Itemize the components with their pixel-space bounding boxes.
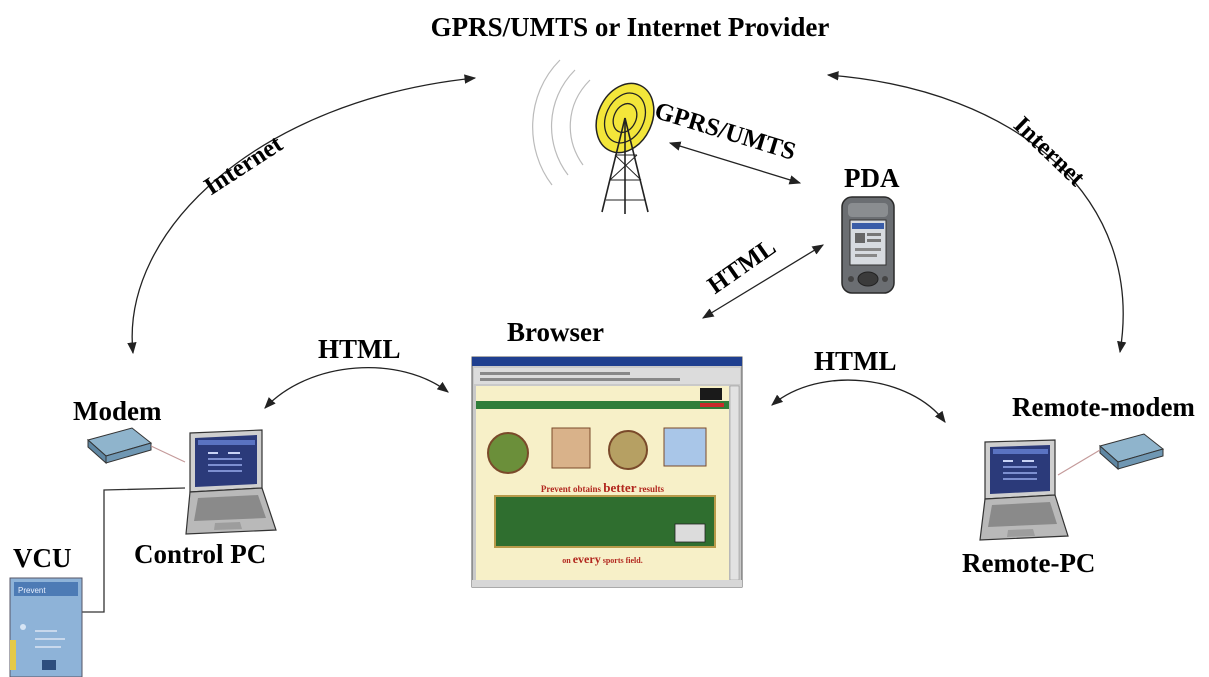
modem-label: Modem bbox=[73, 396, 162, 426]
internet-connector-left bbox=[127, 74, 477, 355]
slogan-text: Prevent obtains bbox=[540, 484, 602, 494]
pda-label: PDA bbox=[844, 163, 900, 193]
laptop-icon bbox=[979, 439, 1069, 541]
slogan-emphasis: better bbox=[603, 480, 637, 495]
remote-modem-label: Remote-modem bbox=[1012, 392, 1195, 422]
vcu-cable bbox=[82, 487, 186, 613]
html-pda-connector bbox=[702, 244, 824, 319]
footer-text-end: sports field. bbox=[602, 556, 643, 565]
remote-pc-label: Remote-PC bbox=[962, 548, 1096, 578]
browser-footer-text: on every sports field. bbox=[476, 552, 729, 567]
html-left-connector bbox=[264, 367, 449, 409]
browser-slogan: Prevent obtains better results bbox=[476, 480, 729, 496]
browser-label: Browser bbox=[507, 317, 604, 347]
antenna-icon bbox=[532, 59, 655, 214]
svg-text:Prevent: Prevent bbox=[18, 586, 46, 595]
gprs-umts-connector bbox=[668, 141, 802, 185]
slogan-text-end: results bbox=[638, 484, 665, 494]
browser-window-icon bbox=[471, 356, 743, 588]
vcu-label: VCU bbox=[13, 543, 72, 573]
footer-emphasis: every bbox=[572, 552, 601, 566]
diagram-title: GPRS/UMTS or Internet Provider bbox=[430, 12, 830, 42]
html-right-connector bbox=[771, 379, 946, 423]
control-pc-label: Control PC bbox=[134, 539, 267, 569]
footer-text: on bbox=[562, 556, 571, 565]
modem-icon bbox=[86, 427, 186, 465]
modem-icon bbox=[1057, 433, 1165, 476]
html-right-label: HTML bbox=[814, 346, 897, 376]
vcu-device-icon: Prevent bbox=[9, 577, 83, 677]
internet-connector-right bbox=[826, 71, 1127, 354]
pda-icon bbox=[841, 196, 895, 294]
laptop-icon bbox=[185, 429, 277, 535]
html-left-label: HTML bbox=[318, 334, 401, 364]
